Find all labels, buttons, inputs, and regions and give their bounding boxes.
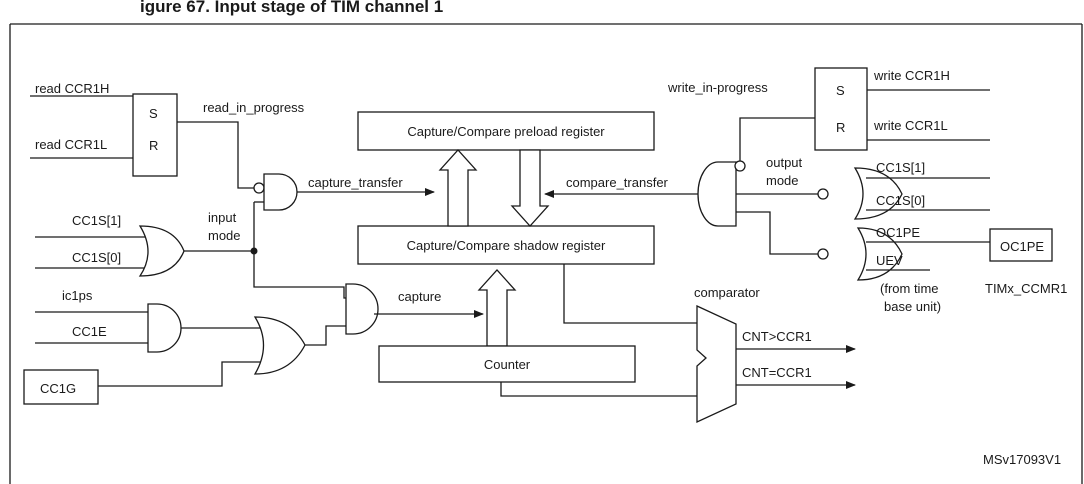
label-comparator: comparator — [694, 285, 760, 300]
wire-shadow-to-comparator — [563, 264, 697, 324]
inverter-bubble-write — [734, 160, 746, 172]
label-read-in-progress: read_in_progress — [203, 100, 305, 115]
label-cc1s0-left: CC1S[0] — [72, 250, 121, 265]
and-gate-capture — [345, 283, 379, 335]
and-gate-capture-transfer — [263, 173, 298, 211]
label-latch-r-right: R — [836, 120, 845, 135]
label-counter: Counter — [484, 357, 531, 372]
inverter-bubble-output-mode — [817, 188, 829, 200]
junction-dot — [250, 247, 258, 255]
label-write-in-progress: write_in-progress — [667, 80, 768, 95]
label-cc1s1-right: CC1S[1] — [876, 160, 925, 175]
label-capture: capture — [398, 289, 441, 304]
label-timx-ccmr1: TIMx_CCMR1 — [985, 281, 1067, 296]
wire-write-in-progress — [739, 117, 815, 161]
figure-frame — [9, 23, 1083, 484]
label-from-time-1: (from time — [880, 281, 939, 296]
cc1g-box — [23, 369, 99, 405]
label-output-mode-2: mode — [766, 173, 799, 188]
label-read-ccr1h: read CCR1H — [35, 81, 109, 96]
and-gate-compare-transfer — [697, 161, 737, 227]
label-read-ccr1l: read CCR1L — [35, 137, 107, 152]
and-gate-ic1ps-cc1e — [147, 303, 182, 353]
counter-box — [378, 345, 636, 383]
wire-counter-to-comparator — [500, 382, 697, 397]
label-input-mode-2: mode — [208, 228, 241, 243]
label-oc1pe-in: OC1PE — [876, 225, 920, 240]
label-cc1g: CC1G — [40, 381, 76, 396]
label-latch-s-left: S — [149, 106, 158, 121]
label-cc1s0-right: CC1S[0] — [876, 193, 925, 208]
label-cc1s1-left: CC1S[1] — [72, 213, 121, 228]
nor-gate-output-mode — [853, 167, 903, 220]
figure-title: igure 67. Input stage of TIM channel 1 — [140, 0, 443, 16]
sr-latch-read — [132, 93, 178, 177]
sr-latch-write — [814, 67, 868, 151]
figure-reference-code: MSv17093V1 — [983, 452, 1061, 467]
inverter-bubble-preload — [817, 248, 829, 260]
wire-or-to-and-capture — [305, 325, 346, 346]
label-ic1ps: ic1ps — [62, 288, 93, 303]
wire-preload-enable — [736, 211, 818, 255]
shadow-register-box — [357, 225, 655, 265]
label-shadow-register: Capture/Compare shadow register — [407, 238, 606, 253]
label-latch-r-left: R — [149, 138, 158, 153]
comparator-block — [696, 304, 737, 424]
label-cnt-gt: CNT>CCR1 — [742, 329, 812, 344]
label-cnt-eq: CNT=CCR1 — [742, 365, 812, 380]
hollow-arrow-up-shadow-to-preload — [438, 149, 478, 227]
label-write-ccr1l: write CCR1L — [873, 118, 948, 133]
inverter-bubble-read — [253, 182, 265, 194]
label-cc1e: CC1E — [72, 324, 107, 339]
label-output-mode-1: output — [766, 155, 803, 170]
label-oc1pe-box: OC1PE — [1000, 239, 1044, 254]
label-input-mode-1: input — [208, 210, 237, 225]
or-gate-capture-enable — [253, 316, 306, 375]
wire-read-in-progress — [177, 121, 254, 189]
or-gate-input-mode — [138, 225, 185, 277]
label-capture-transfer: capture_transfer — [308, 175, 403, 190]
wire-cc1g — [98, 361, 262, 387]
oc1pe-box — [989, 228, 1053, 262]
hollow-arrow-down-preload-to-shadow — [510, 149, 550, 227]
label-preload-register: Capture/Compare preload register — [407, 124, 605, 139]
label-latch-s-right: S — [836, 83, 845, 98]
or-gate-preload-enable — [856, 227, 903, 281]
label-uev: UEV — [876, 253, 903, 268]
label-from-time-2: base unit) — [884, 299, 941, 314]
hollow-arrow-up-counter-to-shadow — [477, 269, 517, 347]
label-compare-transfer: compare_transfer — [566, 175, 669, 190]
preload-register-box — [357, 111, 655, 151]
label-write-ccr1h: write CCR1H — [873, 68, 950, 83]
